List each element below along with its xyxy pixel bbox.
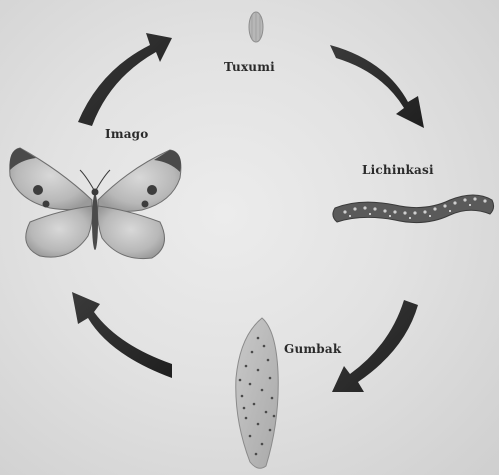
- stage-label-larva: Lichinkasi: [362, 163, 434, 177]
- butterfly-icon: [10, 148, 181, 259]
- arrow-imago-to-egg-icon: [78, 33, 172, 126]
- arrow-egg-to-larva-icon: [330, 45, 424, 128]
- egg-icon: [249, 12, 263, 42]
- stage-label-imago: Imago: [105, 127, 148, 141]
- stage-label-pupa: Gumbak: [284, 342, 341, 356]
- arrow-larva-to-pupa-icon: [332, 300, 418, 392]
- caterpillar-icon: [333, 195, 494, 223]
- chrysalis-icon: [236, 318, 278, 468]
- stage-label-egg: Tuxumi: [224, 60, 275, 74]
- arrow-pupa-to-imago-icon: [72, 292, 172, 378]
